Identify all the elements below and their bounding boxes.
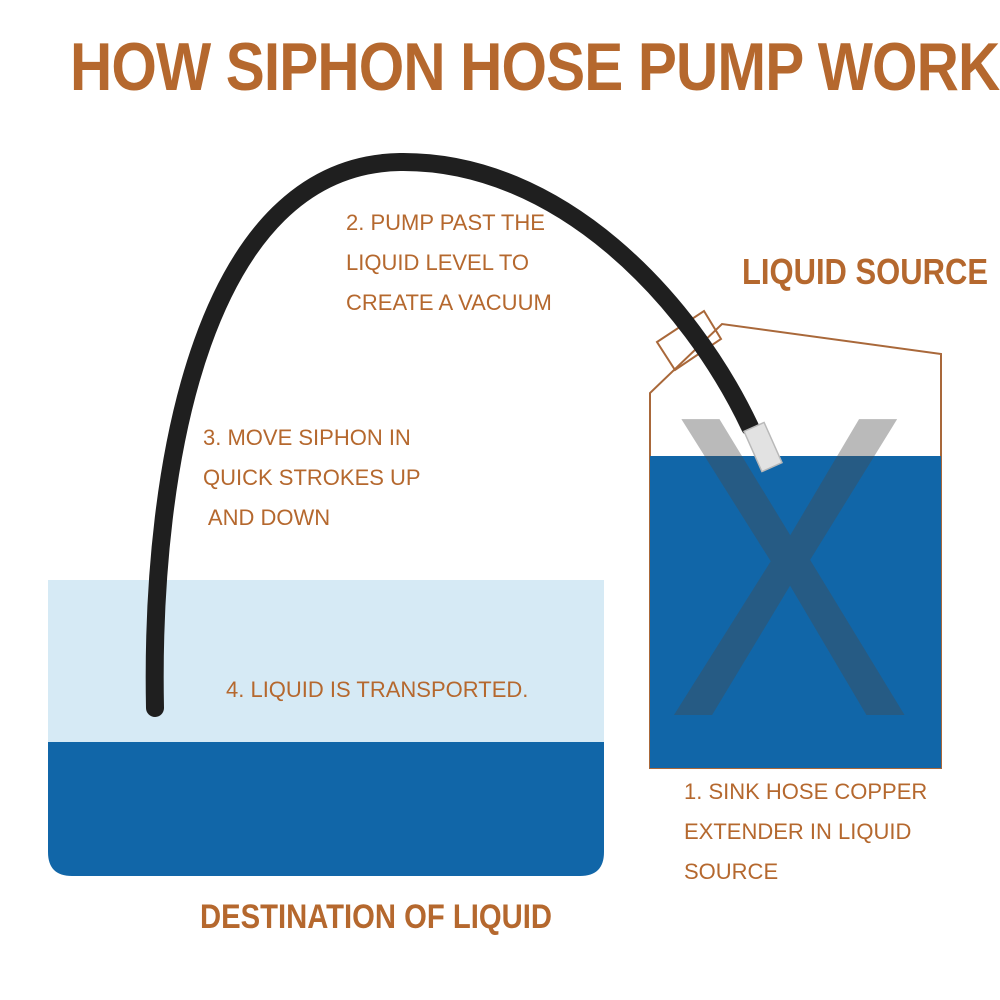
step-2-line-1: 2. PUMP PAST THE [346,210,545,235]
page-title: HOW SIPHON HOSE PUMP WORKS [70,29,1000,105]
step-1-text: 1. SINK HOSE COPPER EXTENDER IN LIQUID S… [684,772,927,892]
step-3-text: 3. MOVE SIPHON IN QUICK STROKES UP AND D… [203,418,421,538]
step-3-line-2: QUICK STROKES UP [203,465,421,490]
step-2-text: 2. PUMP PAST THE LIQUID LEVEL TO CREATE … [346,203,552,323]
step-1-line-1: 1. SINK HOSE COPPER [684,779,928,804]
step-1-line-3: SOURCE [684,859,779,884]
step-2-line-3: CREATE A VACUUM [346,290,552,315]
destination-liquid-dark [48,742,604,876]
step-2-line-2: LIQUID LEVEL TO [346,250,530,275]
step-3-line-3: AND DOWN [203,505,331,530]
step-4-text: 4. LIQUID IS TRANSPORTED. [226,677,529,702]
liquid-source-label: LIQUID SOURCE [742,251,988,292]
step-3-line-1: 3. MOVE SIPHON IN [203,425,411,450]
destination-liquid-light [48,580,604,745]
step-1-line-2: EXTENDER IN LIQUID [684,819,912,844]
watermark-x: X [666,326,913,806]
siphon-hose [145,152,759,717]
source-liquid [650,456,941,768]
hose-extender-tip [743,421,783,473]
destination-label: DESTINATION OF LIQUID [200,898,552,936]
